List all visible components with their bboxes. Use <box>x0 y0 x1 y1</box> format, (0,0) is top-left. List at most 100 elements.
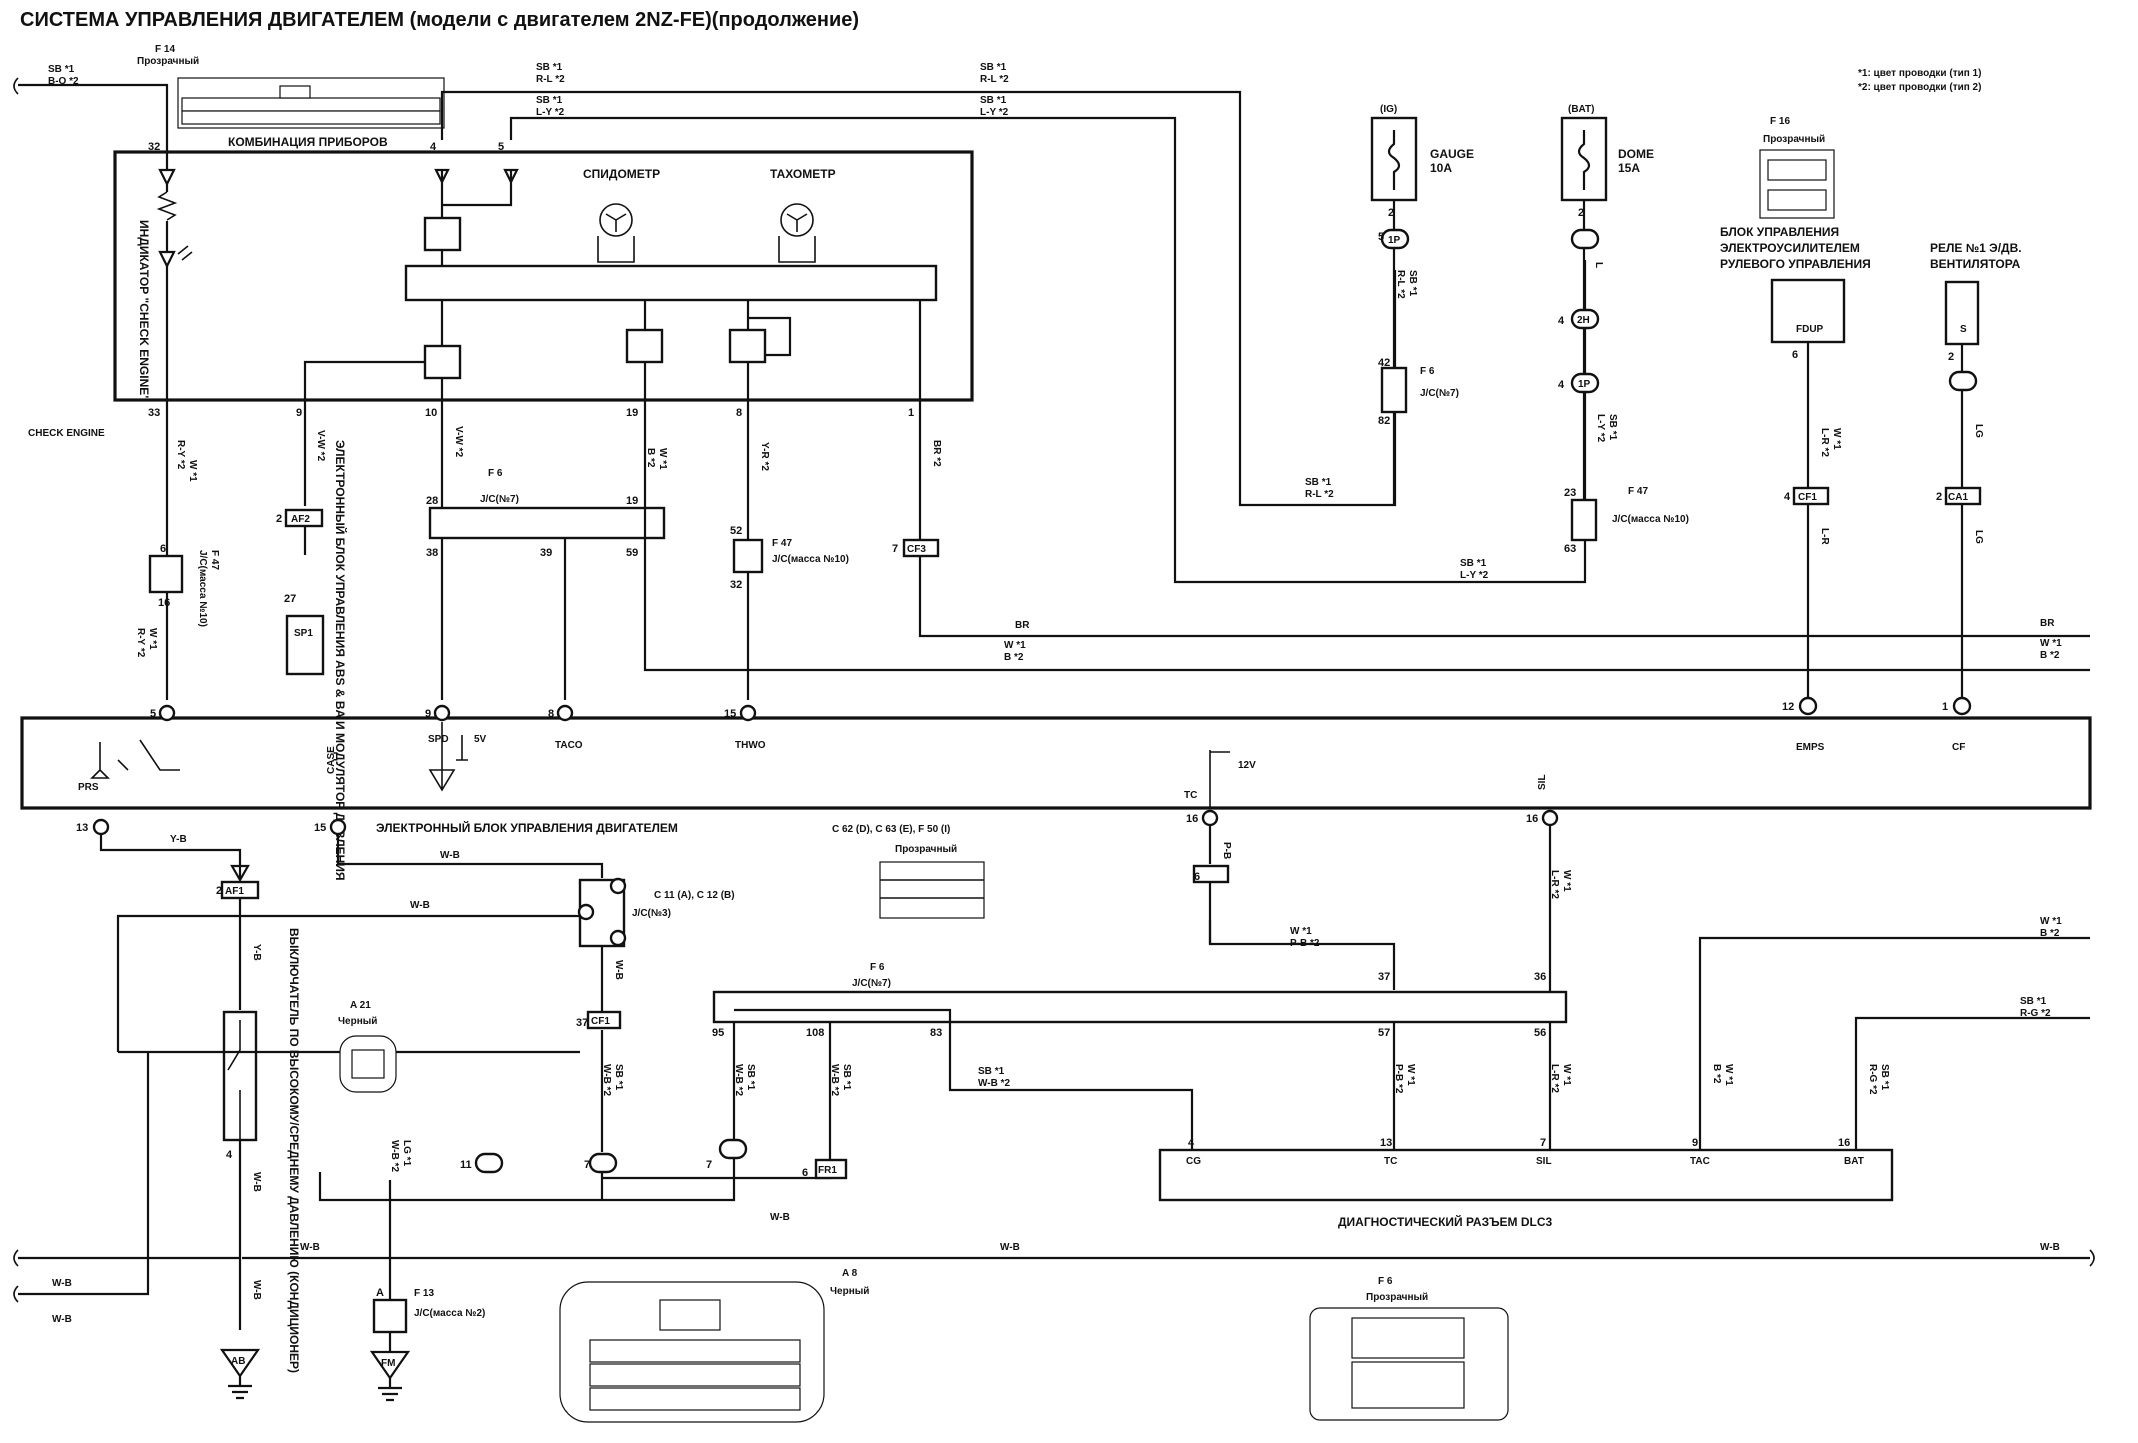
fuse-icon <box>1387 130 1401 190</box>
svg-text:15: 15 <box>314 822 326 834</box>
wire-yr-t: Y-R *2 <box>759 442 770 471</box>
fan-relay-label-1: РЕЛЕ №1 Э/ДВ. <box>1930 241 2022 255</box>
pin-19: 19 <box>626 407 638 419</box>
svg-text:27: 27 <box>284 593 296 605</box>
wire-br-h2: BR <box>2040 618 2055 629</box>
splice-2h: 2H <box>1577 315 1590 326</box>
wire-sb-l: SB *1 <box>1460 558 1487 569</box>
wire-b-h: B *2 <box>1004 652 1024 663</box>
svg-text:95: 95 <box>712 1027 724 1039</box>
gauge-meter-icon <box>778 203 816 263</box>
svg-text:39: 39 <box>540 547 552 559</box>
c11-c12-label: C 11 (A), C 12 (B) <box>654 890 735 901</box>
svg-text:19: 19 <box>626 495 638 507</box>
svg-text:2: 2 <box>1578 207 1584 219</box>
svg-text:8: 8 <box>548 708 554 720</box>
pin-9: 9 <box>296 407 302 419</box>
svg-text:83: 83 <box>930 1027 942 1039</box>
wire-w-t: W *1 <box>657 448 668 470</box>
connector-face-icon <box>1309 1307 1509 1421</box>
svg-text:36: 36 <box>1534 971 1546 983</box>
svg-text:4: 4 <box>1558 315 1565 327</box>
f47-c: F 47 <box>772 538 792 549</box>
a8-connector: A 8 Черный <box>559 1268 869 1423</box>
f16-type: Прозрачный <box>1763 134 1825 145</box>
ecu-term-emps: EMPS <box>1796 742 1825 753</box>
fuse-dome-amp: 15A <box>1618 161 1640 175</box>
wire-sb-d: SB *1 <box>1607 414 1618 441</box>
wire-lg-f2: LG <box>1973 530 1984 544</box>
svg-text:52: 52 <box>730 525 742 537</box>
ecu-term-12v: 12V <box>1238 760 1256 771</box>
svg-text:12: 12 <box>1782 701 1794 713</box>
dlc3-connector: ДИАГНОСТИЧЕСКИЙ РАЗЪЕМ DLC3 <box>1158 1148 1894 1229</box>
wire-vw-s: V-W *2 <box>453 426 464 458</box>
wire-rl-j: R-L *2 <box>1305 489 1334 500</box>
svg-text:4: 4 <box>1558 379 1565 391</box>
wire-ry-ce: R-Y *2 <box>175 440 186 470</box>
speedometer-label: СПИДОМЕТР <box>583 167 660 181</box>
dlc-term-bat: BAT <box>1844 1156 1864 1167</box>
wire-pb-tc: P-B *2 <box>1393 1064 1404 1094</box>
wire-rg-r2: R-G *2 <box>2020 1008 2051 1019</box>
check-engine-text: CHECK ENGINE <box>28 428 105 439</box>
wire-b-r1: B *2 <box>2040 928 2060 939</box>
note-type2: *2: цвет проводки (тип 2) <box>1858 82 1981 93</box>
svg-text:A: A <box>376 1287 384 1299</box>
svg-text:2: 2 <box>1388 207 1394 219</box>
jc7-a: J/C(№7) <box>480 494 519 505</box>
svg-text:5: 5 <box>150 708 156 720</box>
gauge-meter-icon <box>597 203 635 263</box>
svg-text:16: 16 <box>1838 1137 1850 1149</box>
svg-text:59: 59 <box>626 547 638 559</box>
wire-sb-bat: SB *1 <box>1879 1064 1890 1091</box>
pressure-switch-label: ВЫКЛЮЧАТЕЛЬ ПО ВЫСОКОМУ/СРЕДНЕМУ ДАВЛЕНИ… <box>287 928 301 1373</box>
wire-lg-f: LG <box>1973 424 1984 438</box>
f6-type: Прозрачный <box>1366 1292 1428 1303</box>
splice-fm: FM <box>381 1358 395 1369</box>
bottom-wires: AF1 <box>13 834 2095 1330</box>
wire-wb-x: W-B *2 <box>601 1064 612 1096</box>
f13-junction: F 13 J/C(масса №2) <box>372 1180 485 1352</box>
wire-b-t: B *2 <box>645 448 656 468</box>
wire-sb-4b: SB *1 <box>980 62 1007 73</box>
dlc-term-tc: TC <box>1384 1156 1397 1167</box>
wire-w-tac: W *1 <box>1723 1064 1734 1086</box>
wire-sb-4: SB *1 <box>536 62 563 73</box>
splice-sp1: SP1 <box>294 628 313 639</box>
connector-face-icon <box>559 1281 825 1423</box>
ecu-term-cf: CF <box>1952 742 1965 753</box>
wire-yb-a: Y-B <box>170 834 187 845</box>
fuse-dome-label: DOME <box>1618 147 1654 161</box>
fan-relay: РЕЛЕ №1 Э/ДВ. ВЕНТИЛЯТОРА S CA1 <box>1930 241 2022 700</box>
eps-ecu: F 16 Прозрачный БЛОК УПРАВЛЕНИЯ ЭЛЕКТРОУ… <box>1720 116 1871 700</box>
pin-32: 32 <box>148 141 160 153</box>
wire-ly-5b: L-Y *2 <box>980 107 1009 118</box>
wire-sb-x: SB *1 <box>613 1064 624 1091</box>
wire-sb-cg: SB *1 <box>978 1066 1005 1077</box>
wire-rl-4b: R-L *2 <box>980 74 1009 85</box>
svg-text:108: 108 <box>806 1027 824 1039</box>
wire-rl-4: R-L *2 <box>536 74 565 85</box>
wire-w-e: W *1 <box>1831 428 1842 450</box>
wire-wb-g: W-B <box>2040 1242 2060 1253</box>
tachometer-label: ТАХОМЕТР <box>770 167 836 181</box>
wire-pb-p: P-B *2 <box>1290 938 1320 949</box>
pin-4: 4 <box>430 141 437 153</box>
f14-connector-icon <box>177 77 445 129</box>
wire-sb-y: SB *1 <box>745 1064 756 1091</box>
fuse-dome: (BAT) DOME 15A 2H 1P F 47 J/C(масса №10) <box>1560 104 1689 542</box>
wire-rg-bat: R-G *2 <box>1867 1064 1878 1095</box>
svg-text:42: 42 <box>1378 357 1390 369</box>
pin-10: 10 <box>425 407 437 419</box>
jc7-lower: FR1 <box>318 826 2090 1202</box>
wire-wb-f: W-B <box>1000 1242 1020 1253</box>
a8-label: A 8 <box>842 1268 858 1279</box>
wire-ry-ce2: R-Y *2 <box>135 628 146 658</box>
svg-text:2: 2 <box>216 885 222 897</box>
svg-text:23: 23 <box>1564 487 1576 499</box>
wire-wb-a: W-B <box>440 850 460 861</box>
ecu-label: ЭЛЕКТРОННЫЙ БЛОК УПРАВЛЕНИЯ ДВИГАТЕЛЕМ <box>376 820 678 835</box>
f6-b: F 6 <box>1420 366 1435 377</box>
